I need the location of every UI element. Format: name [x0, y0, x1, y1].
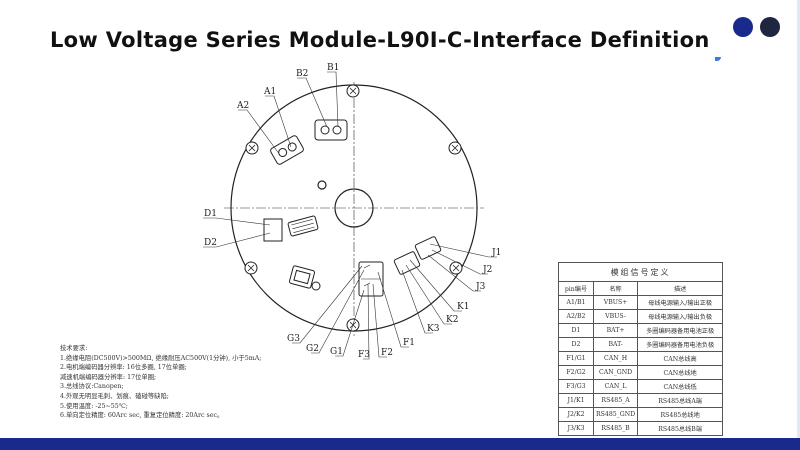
label-d2: D2 — [204, 238, 217, 248]
decorative-dot — [760, 17, 780, 37]
note-line: 5.使用温度: -25~55℃; — [60, 402, 128, 410]
pin-cell: J1/K1 — [558, 393, 594, 408]
label-b1: B1 — [327, 63, 339, 73]
connector-k — [393, 251, 421, 275]
description-cell: CAN总线地 — [637, 365, 724, 380]
accent-mark — [715, 57, 721, 61]
technical-requirements: 技术要求: 1.绝缘电阻(DC500V)>500MΩ, 绝缘耐压AC500V(1… — [60, 344, 261, 421]
label-f1: F1 — [403, 338, 415, 348]
description-cell: 多圈编码器备用电池正极 — [637, 323, 724, 338]
description-cell: 多圈编码器备用电池负极 — [637, 337, 724, 352]
pin-cell: J2/K2 — [558, 407, 594, 422]
description-cell: CAN总线低 — [637, 379, 724, 394]
note-line: 减速机端编码器分辨率: 17位单圈; — [60, 373, 157, 381]
label-f2: F2 — [381, 348, 393, 358]
name-cell: CAN_H — [592, 351, 639, 366]
service-connector — [288, 265, 316, 289]
table-title: 模组信号定义 — [557, 262, 724, 282]
column-header: pin编号 — [558, 281, 594, 296]
label-a1: A1 — [263, 87, 276, 97]
label-b2: B2 — [296, 69, 308, 79]
pin-hole — [317, 180, 327, 190]
name-cell: CAN_GND — [592, 365, 639, 380]
connector-a — [270, 135, 304, 165]
label-j3: J3 — [475, 282, 486, 292]
label-g3: G3 — [287, 334, 300, 344]
label-a2: A2 — [236, 101, 249, 111]
label-g2: G2 — [306, 344, 319, 354]
note-line: 4.外观无明显毛刺、划痕、磕碰等缺陷; — [60, 392, 169, 400]
description-cell: 母线电源输入/输出负极 — [637, 309, 724, 324]
note-line: 2.电机端编码器分辨率: 16位多圈, 17位单圈; — [60, 364, 187, 372]
description-cell: RS485总线A端 — [637, 393, 724, 408]
pin-cell: F3/G3 — [558, 379, 594, 394]
right-edge-strip — [797, 0, 800, 438]
note-line: 6.单向定位精度: 60Arc sec, 重复定位精度: 20Arc sec。 — [60, 412, 224, 420]
connector-b — [314, 119, 348, 141]
pin-cell: J3/K3 — [558, 421, 594, 436]
description-cell: RS485总线B端 — [637, 421, 724, 436]
name-cell: RS485_GND — [592, 407, 639, 422]
name-cell: BAT+ — [592, 323, 639, 338]
note-line: 1.绝缘电阻(DC500V)>500MΩ, 绝缘耐压AC500V(1分钟), 小… — [60, 354, 262, 362]
pin-cell: F2/G2 — [558, 365, 594, 380]
label-k3: K3 — [427, 324, 440, 334]
pin-cell: A1/B1 — [558, 295, 594, 310]
pin-cell: D2 — [558, 337, 594, 352]
column-header: 描述 — [637, 281, 724, 296]
connector-d — [263, 218, 283, 242]
label-k2: K2 — [446, 315, 458, 325]
note-line: 技术要求: — [60, 345, 88, 352]
label-j2: J2 — [482, 265, 492, 275]
bottom-bar — [0, 438, 800, 450]
center-lines — [224, 82, 484, 338]
note-line: 3.总线协议:Canopen; — [60, 383, 124, 391]
pin-cell: F1/G1 — [558, 351, 594, 366]
decorative-dot — [733, 17, 753, 37]
name-cell: RS485_A — [592, 393, 639, 408]
name-cell: BAT- — [592, 337, 639, 352]
leader-lines — [203, 71, 497, 360]
pin-cell: A2/B2 — [558, 309, 594, 324]
label-d1: D1 — [204, 209, 217, 219]
name-cell: VBUS+ — [592, 295, 639, 310]
name-cell: RS485_B — [592, 421, 639, 436]
pin-cell: D1 — [558, 323, 594, 338]
description-cell: CAN总线高 — [637, 351, 724, 366]
name-cell: VBUS- — [592, 309, 639, 324]
label-f3: F3 — [358, 350, 370, 360]
name-cell: CAN_L — [592, 379, 639, 394]
page-title: Low Voltage Series Module-L90I-C-Interfa… — [50, 28, 710, 52]
column-header: 名称 — [592, 281, 639, 296]
connector-j — [414, 236, 442, 260]
label-g1: G1 — [330, 347, 343, 357]
label-k1: K1 — [457, 302, 469, 312]
description-cell: 母线电源输入/输出正极 — [637, 295, 724, 310]
label-j1: J1 — [491, 248, 501, 258]
description-cell: RS485总线地 — [637, 407, 724, 422]
encoder-connector — [287, 215, 319, 237]
